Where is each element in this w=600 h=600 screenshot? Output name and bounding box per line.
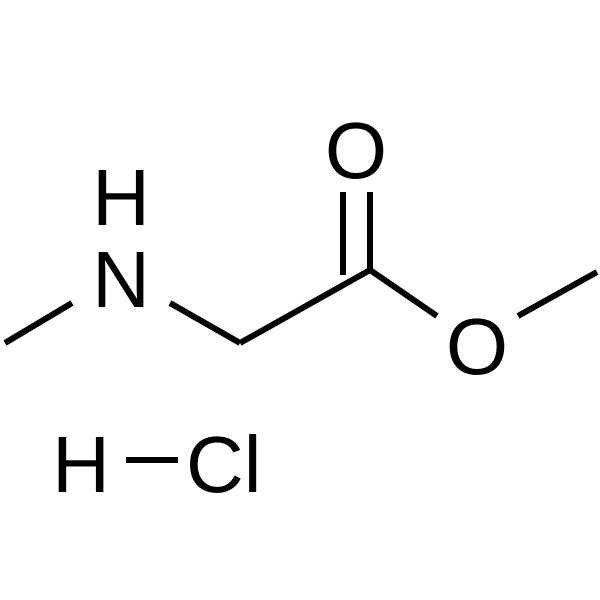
salt-chlorine-label: Cl bbox=[186, 420, 262, 509]
n-ch2-bond bbox=[168, 300, 242, 346]
carbonyl-oxygen-label: O bbox=[325, 106, 387, 195]
nitrogen-label: N bbox=[92, 235, 150, 324]
methyl-n-bond bbox=[3, 300, 74, 346]
carbonyl-ester-o-bond bbox=[368, 267, 439, 319]
ester-oxygen-label: O bbox=[446, 302, 508, 391]
ch2-carbonyl-bond bbox=[238, 267, 372, 346]
hydrogen-on-nitrogen-label: H bbox=[92, 153, 150, 242]
ester-o-methyl-bond bbox=[516, 269, 599, 319]
salt-hydrogen-label: H bbox=[52, 420, 110, 509]
